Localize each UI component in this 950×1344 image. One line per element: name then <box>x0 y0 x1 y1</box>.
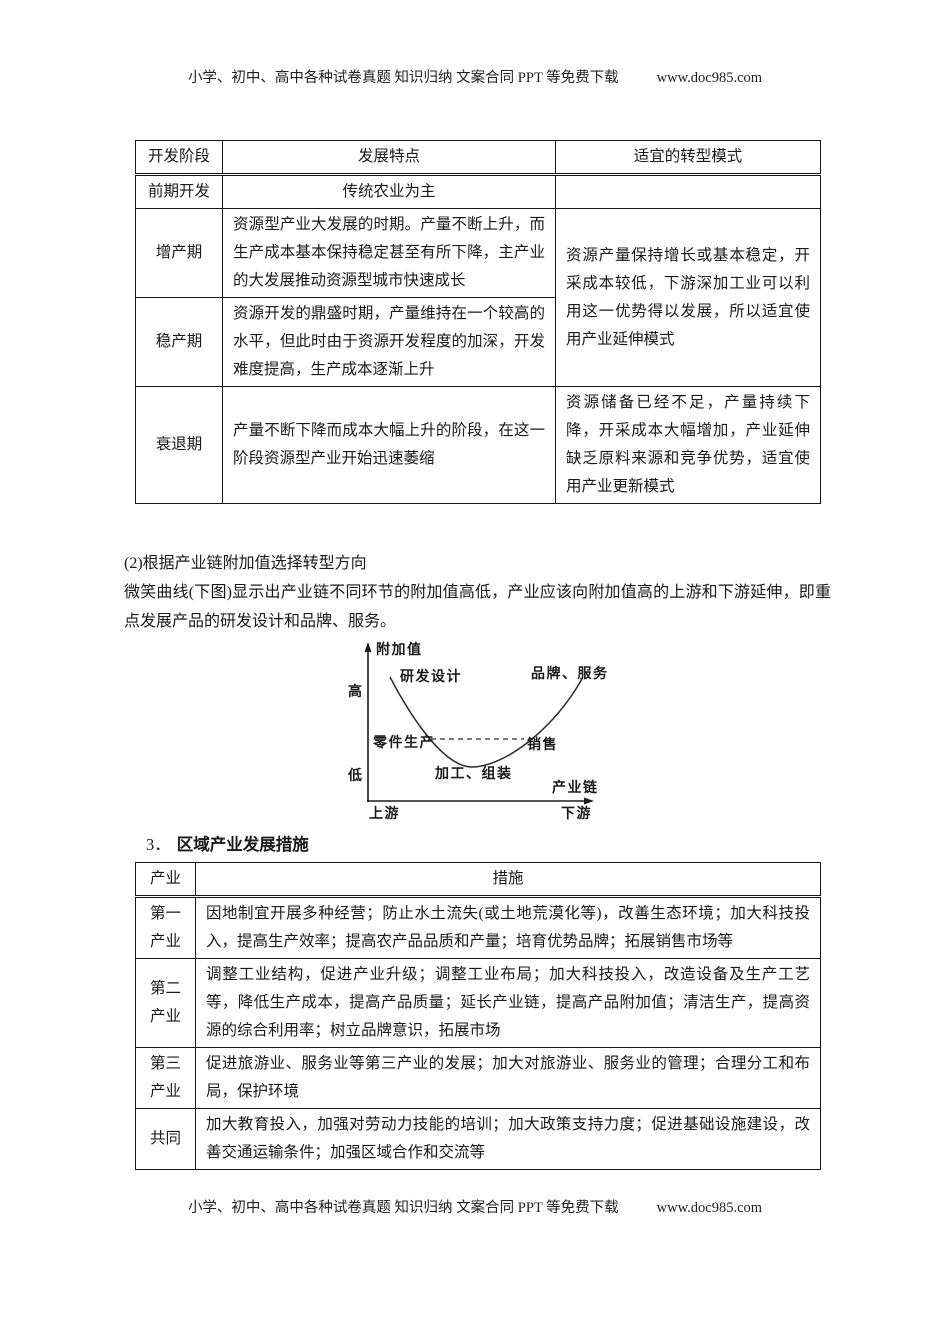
measures-table-header-row: 产业 措施 <box>135 862 821 898</box>
y-axis-label: 附加值 <box>376 643 423 658</box>
mode-cell <box>555 174 821 209</box>
x-axis-arrow-icon <box>584 797 594 805</box>
table-row-decline: 衰退期 产量不断下降而成本大幅上升的阶段，在这一阶段资源型产业开始迅速萎缩 资源… <box>135 386 821 504</box>
y-high-label: 高 <box>348 685 364 700</box>
section-3-title: 区域产业发展措施 <box>176 835 309 854</box>
rd-design-label: 研发设计 <box>400 670 462 685</box>
table-row-growth: 增产期 资源型产业大发展的时期。产量不断上升，而生产成本基本保持稳定甚至有所下降… <box>135 208 821 387</box>
col-header-feature: 发展特点 <box>222 140 556 176</box>
footer-text: 小学、初中、高中各种试卷真题 知识归纳 文案合同 PPT 等免费下载 <box>187 1200 619 1216</box>
page-header-watermark: 小学、初中、高中各种试卷真题 知识归纳 文案合同 PPT 等免费下载 www.do… <box>0 66 950 87</box>
downstream-label: 下游 <box>561 807 592 822</box>
table-row-tertiary: 第三产业 促进旅游业、服务业等第三产业的发展；加大对旅游业、服务业的管理；合理分… <box>135 1047 821 1109</box>
y-low-label: 低 <box>348 769 364 784</box>
section-3-number: 3． <box>146 835 171 854</box>
section-3-heading: 3． 区域产业发展措施 <box>146 834 309 856</box>
smile-curve-canvas <box>364 642 594 805</box>
table-row-early: 前期开发 传统农业为主 <box>135 174 821 209</box>
feature-cell: 资源型产业大发展的时期。产量不断上升，而生产成本基本保持稳定甚至有所下降，主产业… <box>222 208 556 298</box>
x-axis-label: 产业链 <box>552 781 599 796</box>
brand-service-label: 品牌、服务 <box>531 667 609 682</box>
section-2: (2)根据产业链附加值选择转型方向 微笑曲线(下图)显示出产业链不同环节的附加值… <box>124 549 831 636</box>
parts-production-label: 零件生产 <box>373 736 435 751</box>
feature-cell: 传统农业为主 <box>222 174 556 209</box>
industry-cell: 共同 <box>135 1108 196 1170</box>
sales-label: 销售 <box>527 738 558 753</box>
mode-cell: 资源储备已经不足，产量持续下降，开采成本大幅增加，产业延伸缺乏原料来源和竞争优势… <box>555 386 821 504</box>
smile-curve-figure: 附加值 高 研发设计 品牌、服务 零件生产 销售 加工、组装 低 产业链 上游 … <box>345 641 657 823</box>
header-text: 小学、初中、高中各种试卷真题 知识归纳 文案合同 PPT 等免费下载 <box>187 70 619 86</box>
table-row-common: 共同 加大教育投入，加强对劳动力技能的培训；加大政策支持力度；促进基础设施建设，… <box>135 1108 821 1170</box>
transition-table: 开发阶段 发展特点 适宜的转型模式 前期开发 传统农业为主 增产期 资源型产业大… <box>135 140 821 504</box>
stage-cell: 衰退期 <box>135 386 223 504</box>
col-header-industry: 产业 <box>135 862 196 898</box>
transition-table-header-row: 开发阶段 发展特点 适宜的转型模式 <box>135 140 821 176</box>
industry-cell: 第三产业 <box>135 1047 196 1109</box>
stage-cell: 前期开发 <box>135 174 223 209</box>
section-2-heading: (2)根据产业链附加值选择转型方向 <box>124 555 367 572</box>
section-2-paragraph: 微笑曲线(下图)显示出产业链不同环节的附加值高低，产业应该向附加值高的上游和下游… <box>124 584 831 630</box>
measures-cell: 因地制宜开展多种经营；防止水土流失(或土地荒漠化等)，改善生态环境；加大科技投入… <box>195 896 821 959</box>
assembly-label: 加工、组装 <box>435 767 513 782</box>
page-footer-watermark: 小学、初中、高中各种试卷真题 知识归纳 文案合同 PPT 等免费下载 www.do… <box>0 1196 950 1217</box>
col-header-stage: 开发阶段 <box>135 140 223 176</box>
y-axis-arrow-icon <box>364 642 372 652</box>
stage-cell: 稳产期 <box>135 297 223 387</box>
industry-cell: 第二产业 <box>135 958 196 1048</box>
feature-cell: 资源开发的鼎盛时期，产量维持在一个较高的水平，但此时由于资源开发程度的加深，开发… <box>222 297 556 387</box>
measures-cell: 促进旅游业、服务业等第三产业的发展；加大对旅游业、服务业的管理；合理分工和布局，… <box>195 1047 821 1109</box>
feature-cell: 产量不断下降而成本大幅上升的阶段，在这一阶段资源型产业开始迅速萎缩 <box>222 386 556 504</box>
stage-cell: 增产期 <box>135 208 223 298</box>
header-url: www.doc985.com <box>656 70 763 86</box>
measures-cell: 加大教育投入，加强对劳动力技能的培训；加大政策支持力度；促进基础设施建设，改善交… <box>195 1108 821 1170</box>
col-header-measures: 措施 <box>195 862 821 898</box>
mode-cell-merged: 资源产量保持增长或基本稳定，开采成本较低，下游深加工业可以利用这一优势得以发展，… <box>555 208 821 387</box>
measures-cell: 调整工业结构，促进产业升级；调整工业布局；加大科技投入，改造设备及生产工艺等，降… <box>195 958 821 1048</box>
footer-url: www.doc985.com <box>656 1200 763 1216</box>
upstream-label: 上游 <box>369 807 400 822</box>
measures-table: 产业 措施 第一产业 因地制宜开展多种经营；防止水土流失(或土地荒漠化等)，改善… <box>135 862 821 1170</box>
table-row-primary: 第一产业 因地制宜开展多种经营；防止水土流失(或土地荒漠化等)，改善生态环境；加… <box>135 896 821 959</box>
industry-cell: 第一产业 <box>135 896 196 959</box>
smile-curve <box>389 676 583 768</box>
table-row-secondary: 第二产业 调整工业结构，促进产业升级；调整工业布局；加大科技投入，改造设备及生产… <box>135 958 821 1048</box>
table-row-stable: 稳产期 资源开发的鼎盛时期，产量维持在一个较高的水平，但此时由于资源开发程度的加… <box>135 297 821 387</box>
col-header-mode: 适宜的转型模式 <box>555 140 821 176</box>
